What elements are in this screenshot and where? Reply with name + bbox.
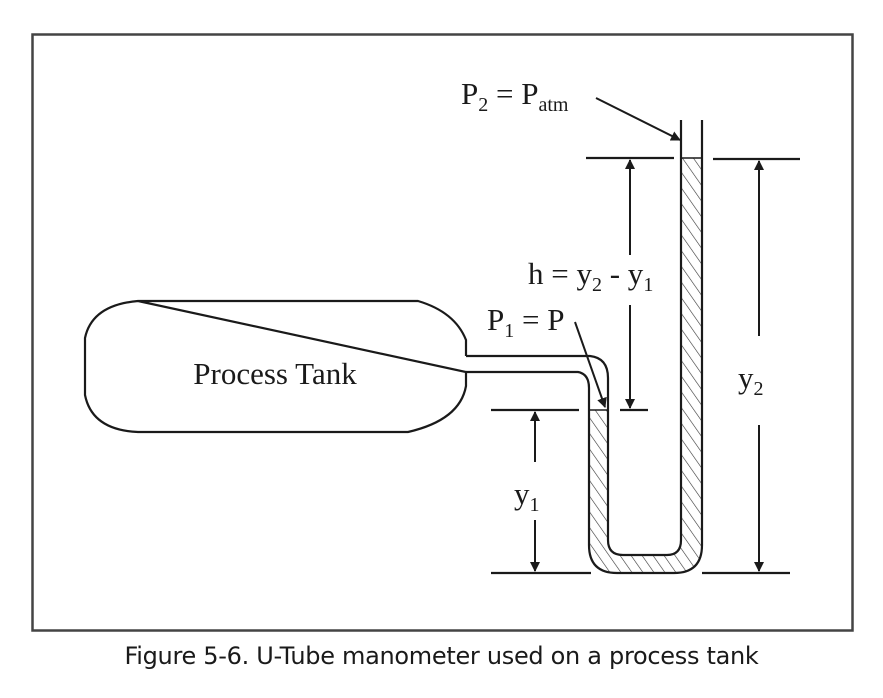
h-label: h = y2 - y1: [528, 256, 653, 296]
p1-pointer-arrow: [574, 321, 607, 408]
y2-label: y2: [738, 360, 764, 400]
connecting-pipe: [466, 120, 683, 557]
p2-label: P2 = Patm: [461, 76, 569, 116]
process-tank: [83, 299, 468, 434]
connecting-pipe-outer: [466, 120, 704, 575]
figure-caption: Figure 5-6. U-Tube manometer used on a p…: [124, 642, 759, 670]
p1-label: P1 = P: [487, 302, 564, 342]
p2-pointer-arrow: [595, 97, 681, 141]
figure-frame: [31, 33, 854, 632]
y1-label: y1: [514, 476, 540, 516]
manometer-fluid: [589, 158, 702, 573]
tank-label: Process Tank: [193, 356, 357, 391]
